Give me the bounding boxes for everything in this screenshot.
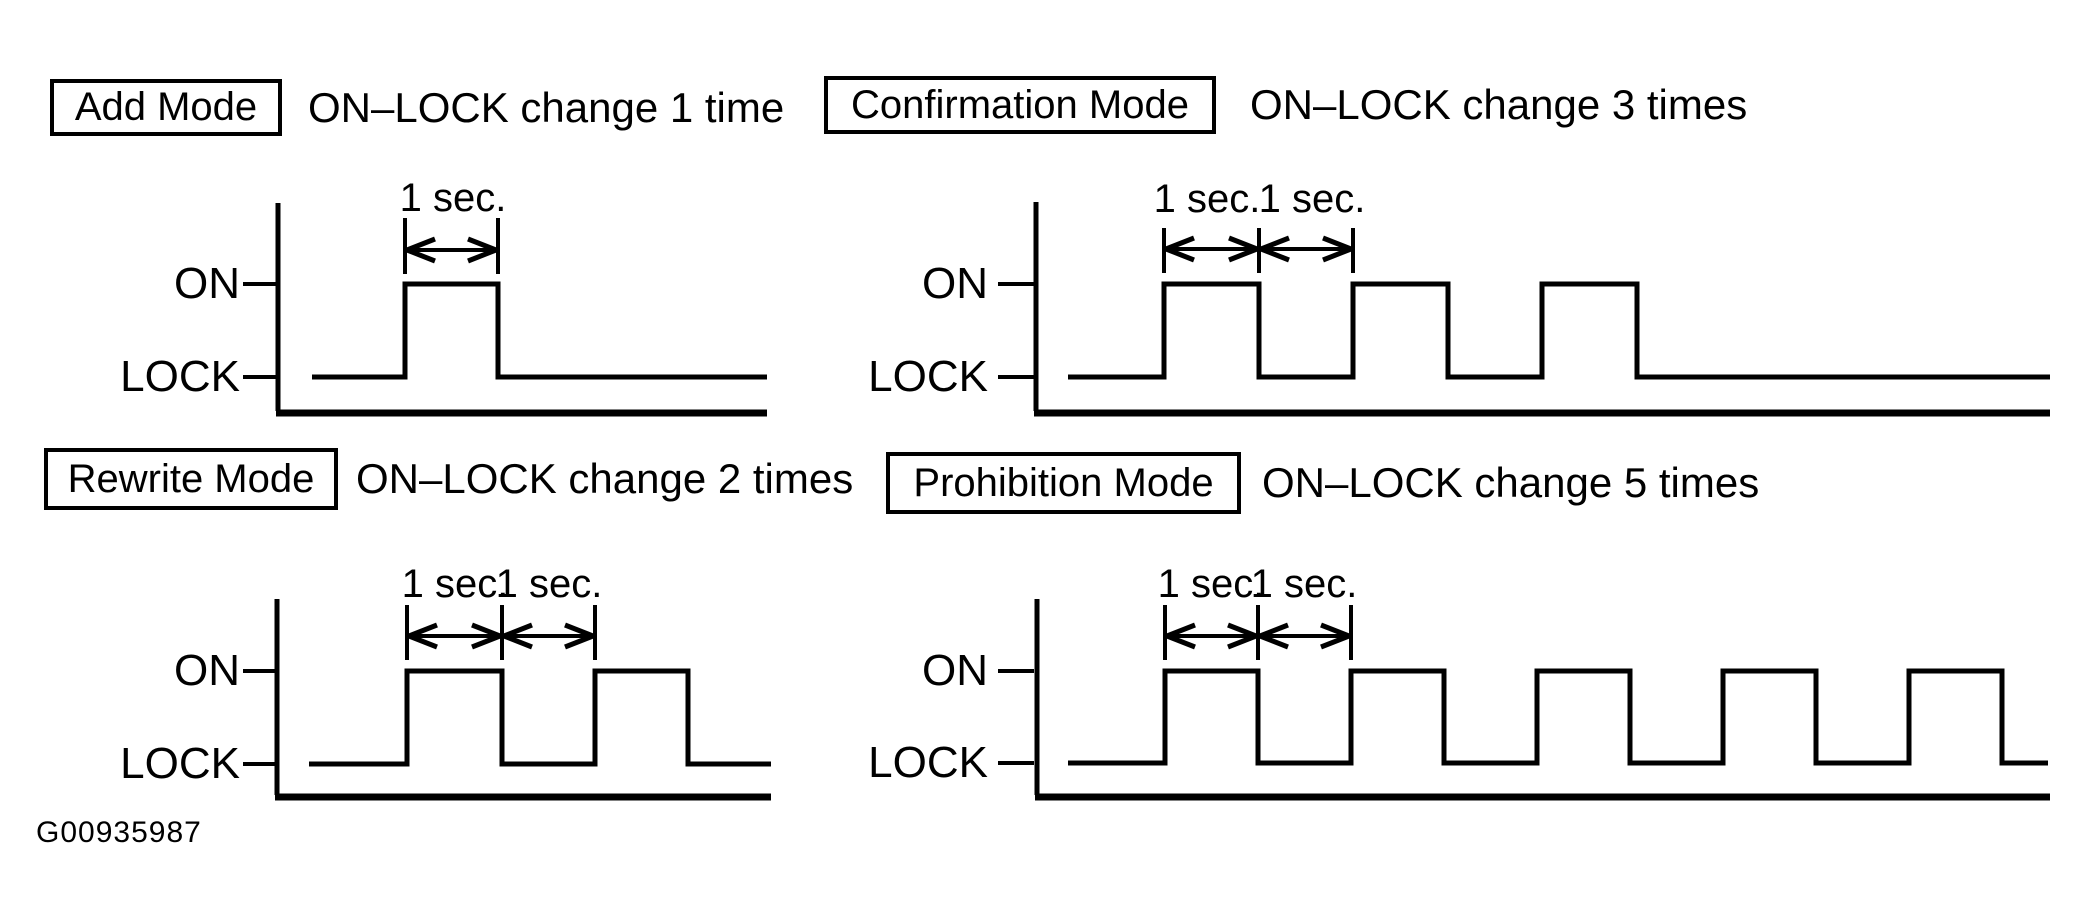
signal-waveform <box>309 668 771 767</box>
sec-annotation: 1 sec. <box>401 562 509 606</box>
panel-title: ON–LOCK change 3 times <box>1250 81 1748 128</box>
lock-level-label: LOCK <box>868 352 988 401</box>
mode-label-box: Rewrite Mode <box>44 448 338 510</box>
mode-label: Add Mode <box>74 85 258 129</box>
mode-label: Rewrite Mode <box>67 456 315 501</box>
dimension-arrowheads <box>1260 235 1352 263</box>
signal-waveform <box>312 281 767 380</box>
mode-label-box: Confirmation Mode <box>824 76 1216 134</box>
dimension-arrowheads <box>1165 235 1258 263</box>
timing-diagram-add-mode <box>243 203 767 417</box>
lock-level-label: LOCK <box>120 352 240 401</box>
on-level-label: ON <box>174 259 240 308</box>
timing-diagram-confirmation-mode <box>998 202 2050 417</box>
signal-waveform <box>1068 668 2048 766</box>
signal-waveform <box>1068 281 2050 380</box>
sec-annotation: 1 sec. <box>1258 177 1366 221</box>
lock-level-label: LOCK <box>120 739 240 788</box>
sec-annotation: 1 sec. <box>1153 177 1261 221</box>
sec-annotation: 1 sec. <box>495 562 603 606</box>
sec-annotation: 1 sec. <box>1157 562 1265 606</box>
dimension-arrowheads <box>406 236 497 264</box>
panel-title: ON–LOCK change 5 times <box>1262 459 1760 506</box>
on-level-label: ON <box>174 646 240 695</box>
on-level-label: ON <box>922 259 988 308</box>
panel-title: ON–LOCK change 2 times <box>356 455 854 502</box>
timing-diagram-prohibition-mode <box>998 599 2050 801</box>
mode-label: Prohibition Mode <box>913 460 1214 505</box>
timing-diagram-rewrite-mode <box>243 599 771 801</box>
dimension-arrowheads <box>503 622 594 650</box>
mode-label: Confirmation Mode <box>851 82 1189 127</box>
sec-annotation: 1 sec. <box>1250 562 1358 606</box>
figure-code: G00935987 <box>36 816 202 849</box>
sec-annotation: 1 sec. <box>399 176 507 220</box>
panel-title: ON–LOCK change 1 time <box>308 83 785 131</box>
dimension-arrowheads <box>408 622 501 650</box>
dimension-arrowheads <box>1166 622 1257 650</box>
mode-label-box: Add Mode <box>50 79 282 136</box>
on-level-label: ON <box>922 646 988 695</box>
mode-label-box: Prohibition Mode <box>886 452 1241 514</box>
dimension-arrowheads <box>1259 622 1350 650</box>
lock-level-label: LOCK <box>868 738 988 787</box>
